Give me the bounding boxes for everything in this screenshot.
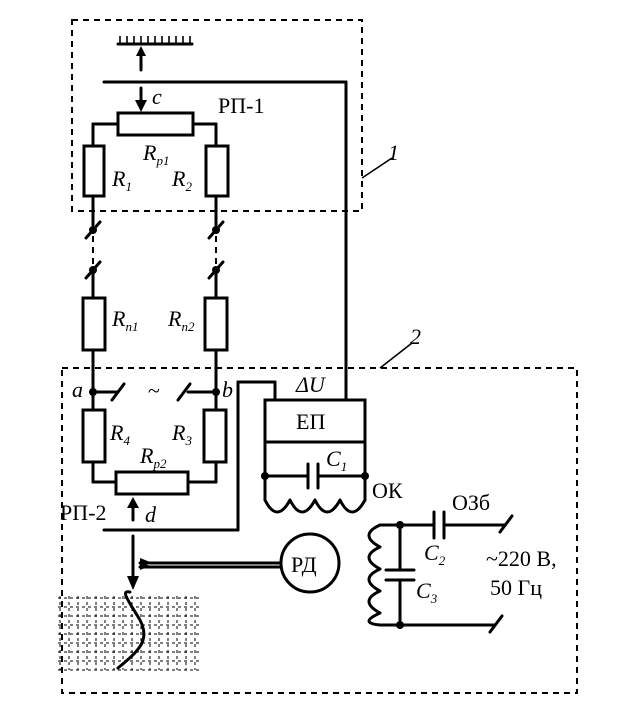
scale-pointer-arrow	[136, 46, 146, 56]
label-Rp1: Rp1	[142, 140, 169, 168]
resistor-R1	[82, 144, 106, 198]
resistor-R4	[81, 408, 107, 464]
resistor-Rp2	[114, 470, 190, 496]
label-tilde: ~	[148, 378, 160, 403]
callout-1-leader	[361, 157, 393, 179]
resistor-Rl1	[81, 296, 107, 352]
label-R1: R1	[111, 166, 132, 194]
scale-rp1	[116, 36, 194, 46]
resistor-R3	[202, 408, 228, 464]
amplifier-ep	[263, 398, 367, 444]
label-C1: C1	[326, 446, 347, 474]
terminal-right-top	[207, 220, 225, 240]
wiper-c-arrow	[135, 100, 147, 112]
label-d: d	[145, 502, 157, 527]
label-supply-frequency: 50 Гц	[490, 575, 542, 600]
callout-1-label: 1	[388, 140, 399, 165]
wiper-d-arrow	[127, 497, 139, 508]
resistor-Rp1	[116, 111, 195, 137]
supply-terminal-left	[110, 382, 126, 402]
label-R4: R4	[109, 420, 130, 448]
label-rp1: РП-1	[218, 93, 264, 118]
label-a: a	[72, 377, 83, 402]
label-ozb: ОЗб	[452, 490, 490, 515]
label-ep: ЕП	[296, 409, 325, 434]
winding-ok	[263, 498, 367, 514]
recorder-pointer-arrow	[127, 576, 139, 590]
winding-ozb	[367, 523, 382, 627]
terminal-left-bottom	[84, 260, 102, 280]
resistor-Rl2	[203, 296, 229, 352]
label-Rp2: Rp2	[139, 443, 167, 471]
terminal-right-bottom	[207, 260, 225, 280]
label-c: c	[152, 84, 162, 109]
label-rd: РД	[291, 552, 317, 577]
recorder-trace	[116, 590, 146, 670]
label-Rl2: Rп2	[167, 306, 195, 334]
terminal-left-top	[84, 220, 102, 240]
callout-2-label: 2	[410, 324, 421, 349]
supply-terminal-bottom	[488, 614, 504, 634]
resistor-R2	[204, 144, 230, 198]
callout-2-leader	[379, 342, 413, 369]
supply-terminal-top	[498, 514, 514, 534]
label-ok: ОК	[372, 478, 403, 503]
label-deltaU: ΔU	[295, 372, 327, 397]
label-C2: C2	[424, 540, 446, 568]
block-2-boundary	[61, 367, 578, 694]
supply-terminal-right	[176, 382, 192, 402]
label-R3: R3	[171, 420, 192, 448]
label-R2: R2	[171, 166, 192, 194]
label-Rl1: Rп1	[111, 306, 138, 334]
label-supply-voltage: ~220 В,	[486, 546, 557, 571]
label-C3: C3	[416, 578, 438, 606]
label-b: b	[222, 377, 233, 402]
label-rp2: РП-2	[60, 500, 106, 525]
recording-chart	[58, 590, 200, 671]
block-1-boundary	[71, 19, 363, 212]
